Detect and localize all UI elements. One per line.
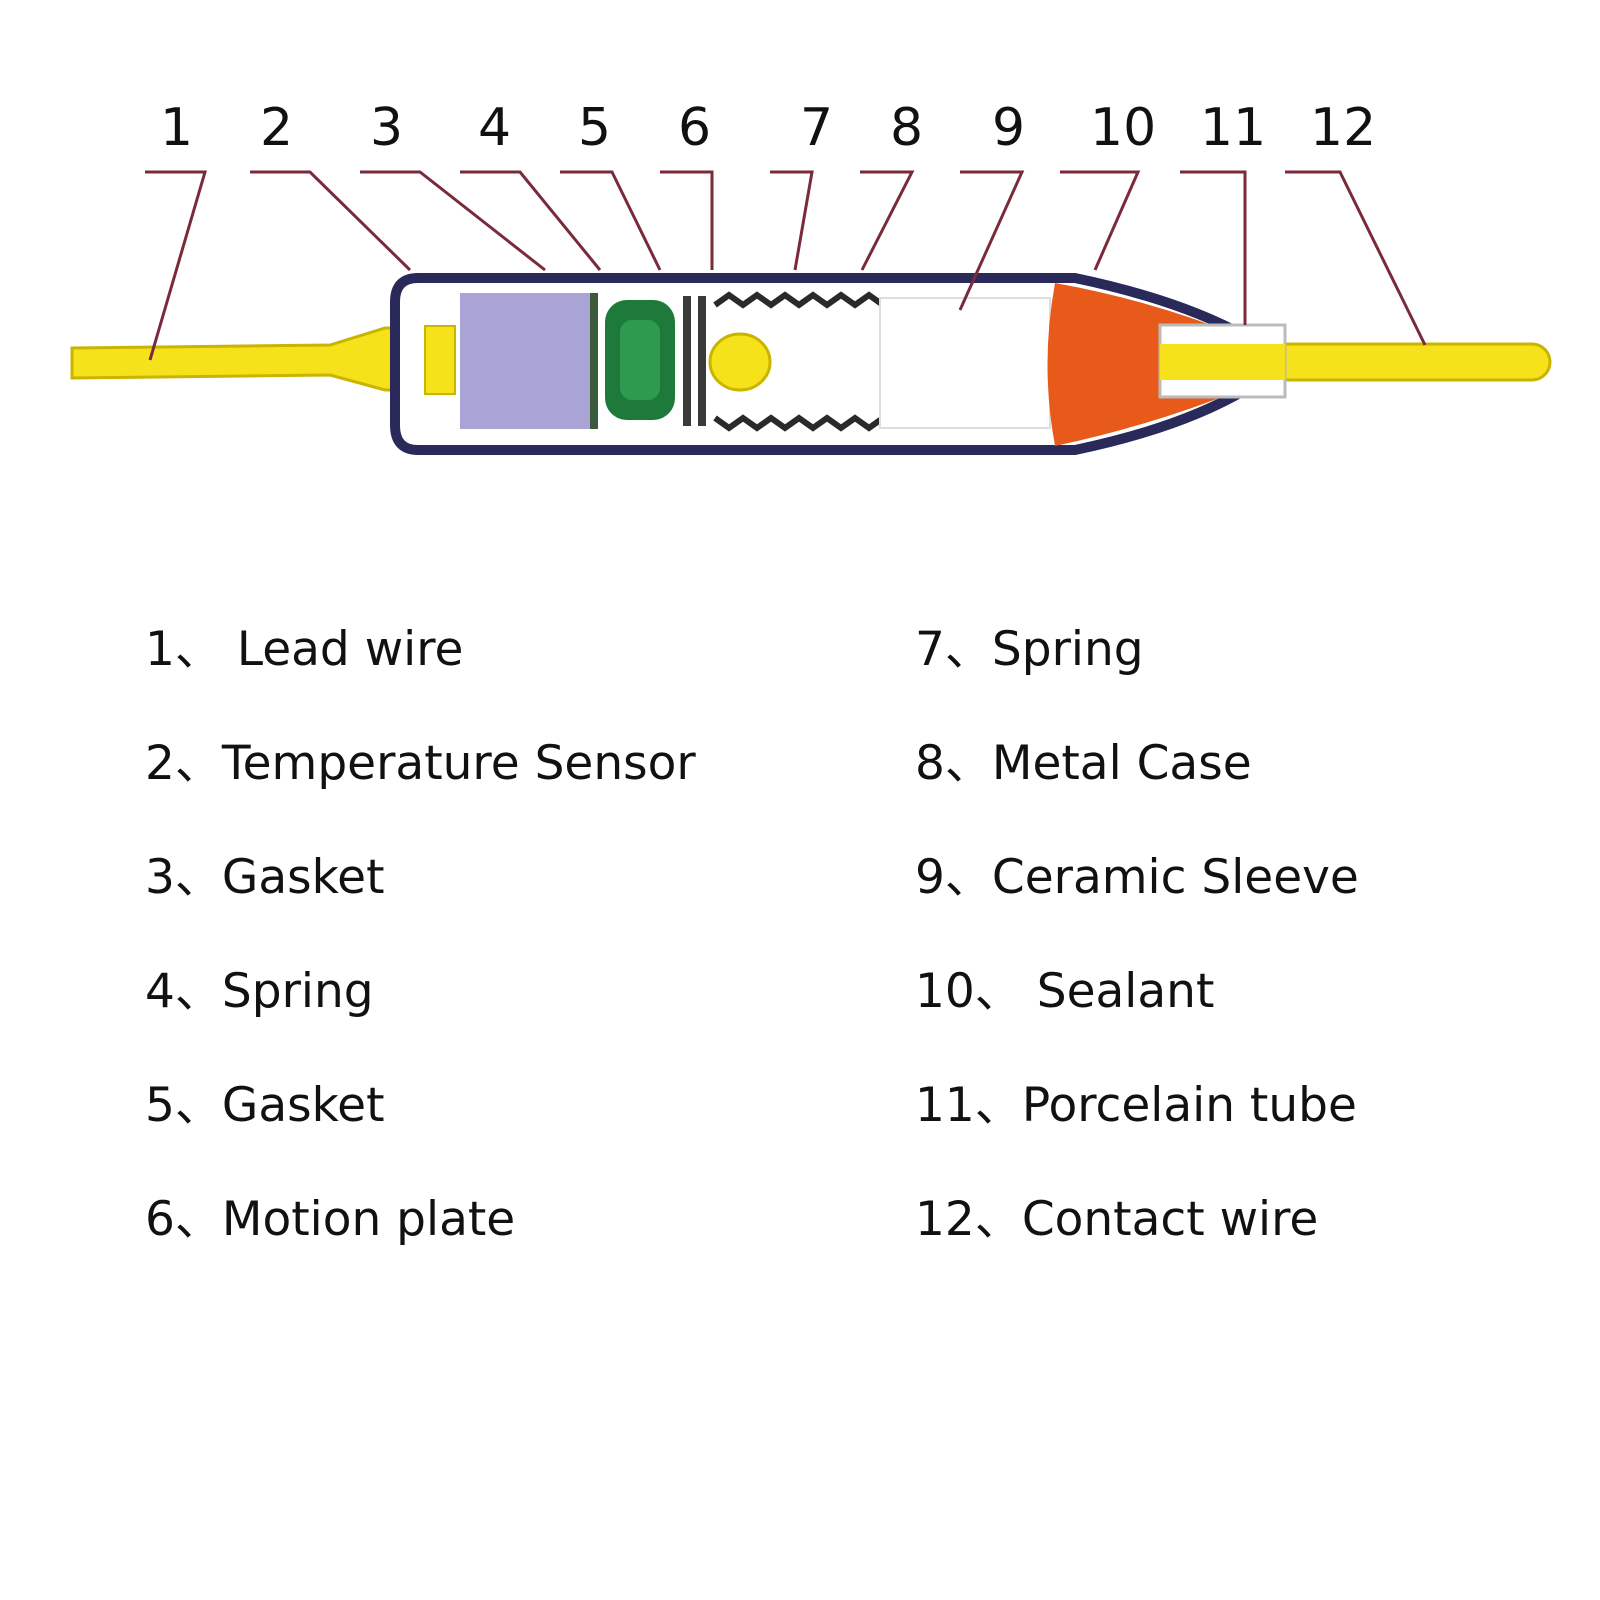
legend-item-2: 2、Temperature Sensor: [145, 734, 696, 848]
gasket-left: [590, 293, 598, 429]
legend-item-3: 3、Gasket: [145, 848, 696, 962]
legend-label: Ceramic Sleeve: [991, 850, 1359, 905]
legend-num: 5、: [145, 1078, 222, 1133]
callout-4: 4: [478, 98, 511, 158]
legend-num: 8、: [915, 736, 992, 791]
callout-10: 10: [1090, 98, 1156, 158]
legend-num: 10、: [915, 964, 1022, 1019]
ceramic-sleeve: [879, 297, 1051, 429]
legend-num: 11、: [915, 1078, 1022, 1133]
legend-label: Porcelain tube: [1021, 1078, 1357, 1133]
legend-num: 6、: [145, 1192, 222, 1247]
legend-num: 2、: [145, 736, 222, 791]
legend-label: Temperature Sensor: [221, 736, 696, 791]
callout-11: 11: [1200, 98, 1266, 158]
legend-item-10: 10、 Sealant: [915, 962, 1359, 1076]
legend-item-5: 5、Gasket: [145, 1076, 696, 1190]
legend-item-7: 7、Spring: [915, 620, 1359, 734]
legend-item-1: 1、 Lead wire: [145, 620, 696, 734]
callout-8: 8: [890, 98, 923, 158]
legend-label: Spring: [991, 622, 1144, 677]
temperature-sensor: [460, 293, 590, 429]
callout-5: 5: [578, 98, 611, 158]
motion-plate: [698, 296, 706, 426]
legend-num: 7、: [915, 622, 992, 677]
legend-label: Spring: [221, 964, 374, 1019]
callout-7: 7: [800, 98, 833, 158]
callout-12: 12: [1310, 98, 1376, 158]
legend-label: Lead wire: [221, 622, 464, 677]
legend-item-11: 11、Porcelain tube: [915, 1076, 1359, 1190]
legend-item-4: 4、Spring: [145, 962, 696, 1076]
legend-label: Gasket: [221, 850, 385, 905]
callout-1: 1: [160, 98, 193, 158]
thermal-fuse-diagram: 1 2 3 4 5 6 7 8 9 10 11 12: [70, 98, 1552, 455]
callout-numbers: 1 2 3 4 5 6 7 8 9 10 11 12: [160, 98, 1376, 158]
legend-num: 3、: [145, 850, 222, 905]
legend-label: Contact wire: [1021, 1192, 1319, 1247]
leader-lines: [145, 170, 1427, 361]
gasket-right: [683, 296, 691, 426]
spring-large: [713, 291, 885, 432]
spring-small: [605, 300, 675, 420]
legend-right-column: 7、Spring 8、Metal Case 9、Ceramic Sleeve 1…: [915, 620, 1359, 1304]
legend-item-9: 9、Ceramic Sleeve: [915, 848, 1359, 962]
porcelain-tube-wire: [1160, 344, 1285, 380]
legend-label: Motion plate: [221, 1192, 516, 1247]
legend-label: Gasket: [221, 1078, 385, 1133]
legend-item-8: 8、Metal Case: [915, 734, 1359, 848]
legend-item-12: 12、Contact wire: [915, 1190, 1359, 1304]
end-cap: [424, 325, 456, 395]
callout-3: 3: [370, 98, 403, 158]
legend-num: 12、: [915, 1192, 1022, 1247]
legend-num: 9、: [915, 850, 992, 905]
legend-num: 1、: [145, 622, 222, 677]
legend-item-6: 6、Motion plate: [145, 1190, 696, 1304]
legend-num: 4、: [145, 964, 222, 1019]
legend-label: Metal Case: [991, 736, 1252, 791]
legend-label: Sealant: [1021, 964, 1215, 1019]
callout-9: 9: [992, 98, 1025, 158]
moving-contact: [708, 332, 772, 392]
callout-6: 6: [678, 98, 711, 158]
legend-left-column: 1、 Lead wire 2、Temperature Sensor 3、Gask…: [145, 620, 696, 1304]
left-lead-wire: [70, 326, 434, 392]
callout-2: 2: [260, 98, 293, 158]
